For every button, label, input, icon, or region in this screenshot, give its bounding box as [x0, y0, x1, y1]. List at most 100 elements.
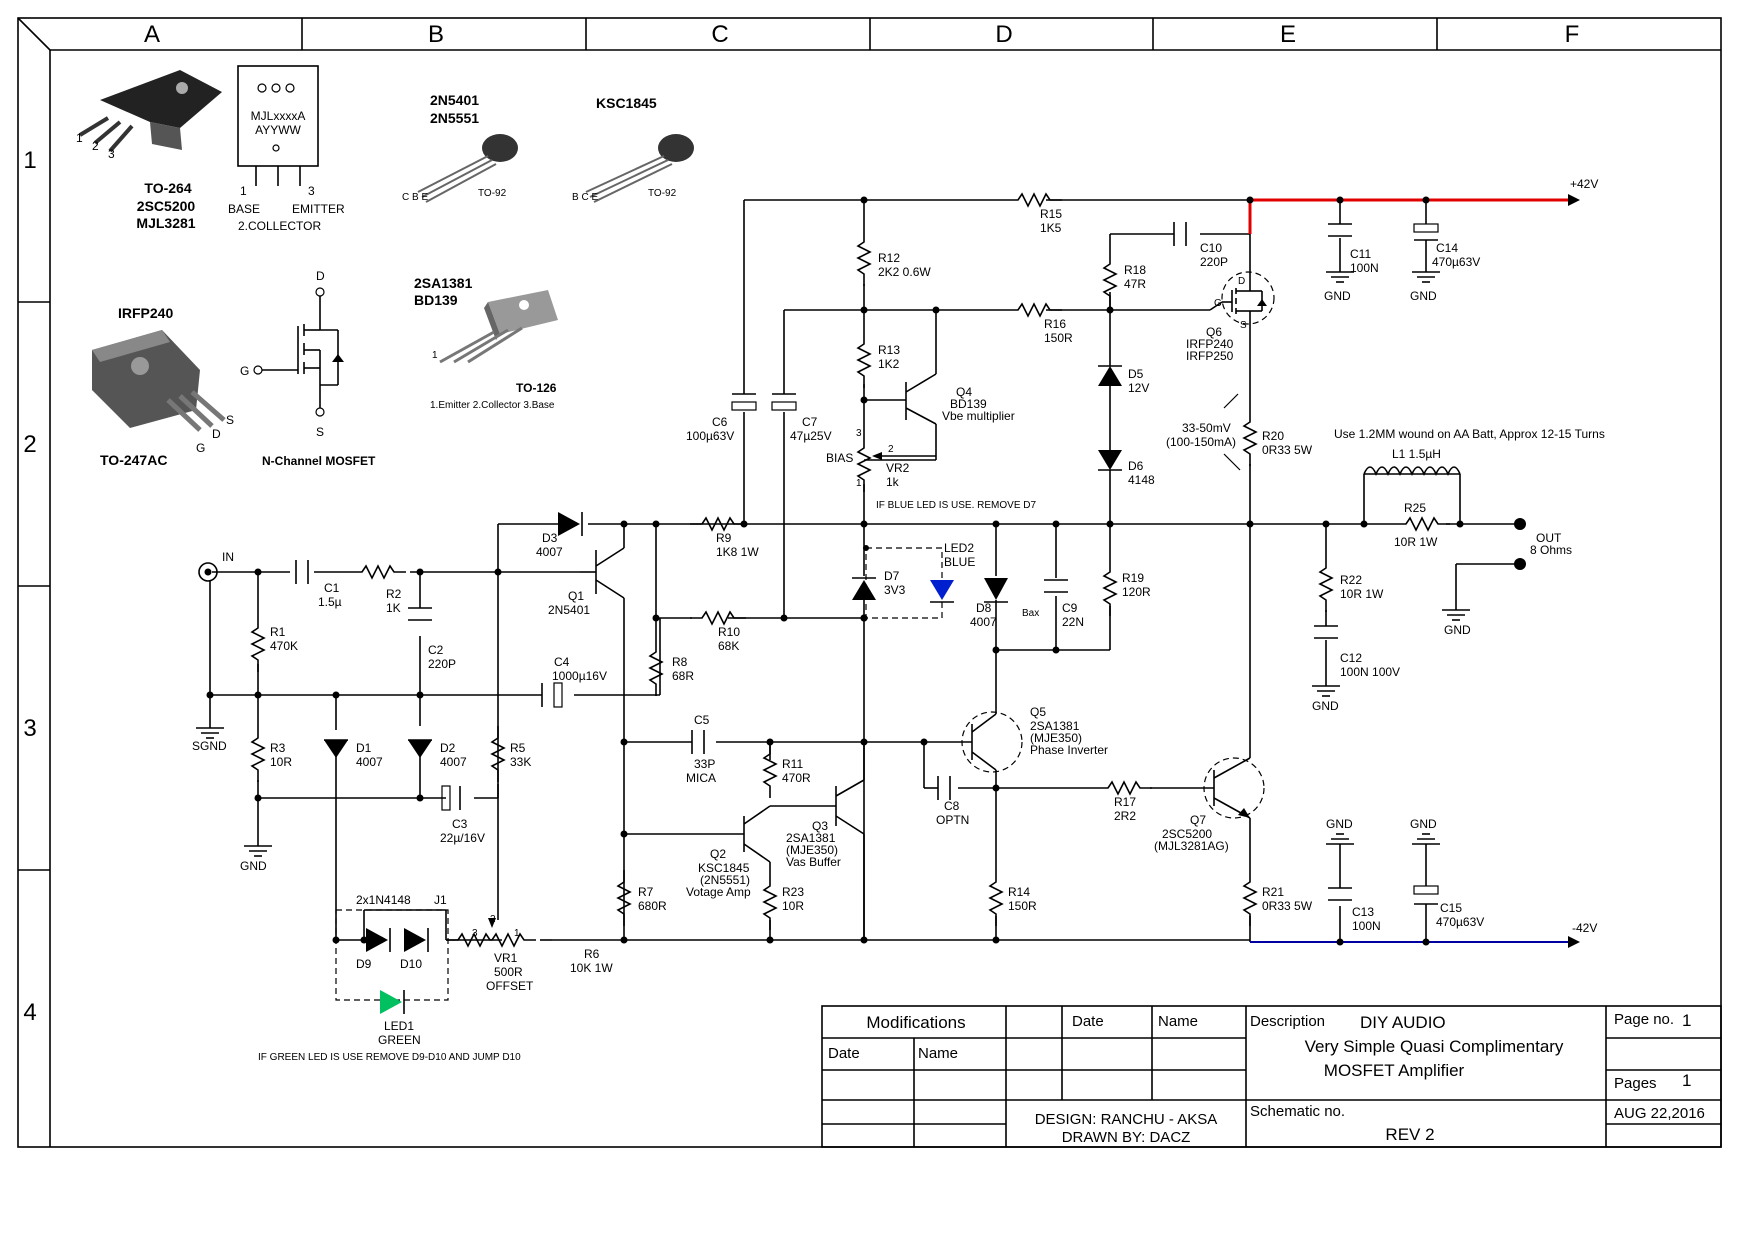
label-c13: C13: [1352, 905, 1374, 919]
value-r22: 10R 1W: [1340, 587, 1384, 601]
value-c8: OPTN: [936, 813, 969, 827]
q6-pin-g: G: [1214, 298, 1222, 309]
to264-pin3: 3: [108, 147, 115, 161]
value-c1: 1.5µ: [318, 595, 342, 609]
mosfet-caption: N-Channel MOSFET: [262, 454, 376, 468]
label-j1: J1: [434, 893, 447, 907]
value-c13: 100N: [1352, 919, 1381, 933]
label-d3: D3: [542, 531, 558, 545]
label-q6: Q6: [1206, 325, 1222, 339]
led1-green-icon: [380, 990, 402, 1014]
label-r17: R17: [1114, 795, 1136, 809]
label-out: OUT: [1536, 531, 1562, 545]
col-label-a: A: [144, 21, 160, 48]
value-c2: 220P: [428, 657, 456, 671]
label-2x1n4148: 2x1N4148: [356, 893, 411, 907]
label-r7: R7: [638, 885, 654, 899]
value-d5: 12V: [1128, 381, 1149, 395]
label-r9: R9: [716, 531, 732, 545]
value-c5: 33P: [694, 757, 715, 771]
label-c5: C5: [694, 713, 710, 727]
label-r19: R19: [1122, 571, 1144, 585]
value-r19: 120R: [1122, 585, 1151, 599]
value-c3: 22µ/16V: [440, 831, 485, 845]
label-c4: C4: [554, 655, 570, 669]
to264-chip-text1: MJLxxxxA: [251, 109, 306, 123]
label-bias: BIAS: [826, 451, 853, 465]
value-r1: 470K: [270, 639, 298, 653]
label-in: IN: [222, 550, 234, 564]
to264-title: TO-264: [144, 180, 191, 196]
row-label-2: 2: [23, 431, 36, 458]
row-label-4: 4: [23, 999, 36, 1026]
value-c15: 470µ63V: [1436, 915, 1484, 929]
label-gnd-c13: GND: [1326, 817, 1353, 831]
col-label-d: D: [995, 21, 1012, 48]
func-vr1: OFFSET: [486, 979, 534, 993]
label-r2: R2: [386, 587, 402, 601]
label-vr1: VR1: [494, 951, 518, 965]
label-c10: C10: [1200, 241, 1222, 255]
to264-base-label: BASE: [228, 202, 260, 216]
to92a-title1: 2N5401: [430, 92, 479, 108]
label-c12: C12: [1340, 651, 1362, 665]
label-neg-rail: -42V: [1572, 921, 1597, 935]
label-gnd-c14: GND: [1410, 289, 1437, 303]
label-gnd-c11: GND: [1324, 289, 1351, 303]
label-r3: R3: [270, 741, 286, 755]
label-r21: R21: [1262, 885, 1284, 899]
value-d3: 4007: [536, 545, 563, 559]
note-l1: Use 1.2MM wound on AA Batt, Approx 12-15…: [1334, 427, 1605, 441]
tb-schematic-no-label: Schematic no.: [1250, 1103, 1345, 1120]
value-d7: 3V3: [884, 583, 906, 597]
led2-blue-icon: [930, 580, 954, 600]
value-d2: 4007: [440, 755, 467, 769]
alt-q6: IRFP250: [1186, 349, 1234, 363]
value-q7: 2SC5200: [1162, 827, 1212, 841]
value-r8: 68R: [672, 669, 694, 683]
value-c9: 22N: [1062, 615, 1084, 629]
value-r10: 68K: [718, 639, 739, 653]
label-c8: C8: [944, 799, 960, 813]
value-d8: 4007: [970, 615, 997, 629]
label-r13: R13: [878, 343, 900, 357]
q6-pin-d: D: [1238, 276, 1245, 287]
q6-pin-s: S: [1240, 320, 1247, 331]
tb-desc2: MOSFET Amplifier: [1324, 1061, 1465, 1080]
label-d9: D9: [356, 957, 372, 971]
label-c7: C7: [802, 415, 818, 429]
label-r20: R20: [1262, 429, 1284, 443]
to264-base-num: 1: [240, 184, 247, 198]
value-r5: 33K: [510, 755, 531, 769]
value-r23: 10R: [782, 899, 804, 913]
col-label-f: F: [1565, 21, 1580, 48]
label-r16: R16: [1044, 317, 1066, 331]
value-vr2: 1k: [886, 475, 900, 489]
irfp-g-pin: G: [196, 441, 205, 455]
label-q3: Q3: [812, 819, 828, 833]
to92a-pins: C B E: [402, 192, 428, 203]
alt-q7: (MJL3281AG): [1154, 839, 1229, 853]
func-q4: Vbe multiplier: [942, 409, 1015, 423]
value-led1: GREEN: [378, 1033, 421, 1047]
label-r11: R11: [782, 757, 803, 771]
value-r20: 0R33 5W: [1262, 443, 1313, 457]
to92a-title2: 2N5551: [430, 110, 479, 126]
value-r21: 0R33 5W: [1262, 899, 1313, 913]
vr1-pin2: 2: [490, 914, 496, 925]
value-r2: 1K: [386, 601, 401, 615]
to92b-title: KSC1845: [596, 95, 657, 111]
to126-pkg: TO-126: [516, 381, 557, 395]
tb-page-no-label: Page no.: [1614, 1011, 1674, 1028]
value-c6: 100µ63V: [686, 429, 734, 443]
label-gnd-c12: GND: [1312, 699, 1339, 713]
title-block: Modifications Date Name Date Name Descri…: [821, 1005, 1722, 1148]
label-d1: D1: [356, 741, 372, 755]
to92b-pkg: TO-92: [648, 188, 677, 199]
value-r15: 1K5: [1040, 221, 1062, 235]
note-green-led: IF GREEN LED IS USE REMOVE D9-D10 AND JU…: [258, 1052, 521, 1063]
tb-desc1: Very Simple Quasi Complimentary: [1305, 1037, 1564, 1056]
label-q5: Q5: [1030, 705, 1046, 719]
label-d8: D8: [976, 601, 992, 615]
